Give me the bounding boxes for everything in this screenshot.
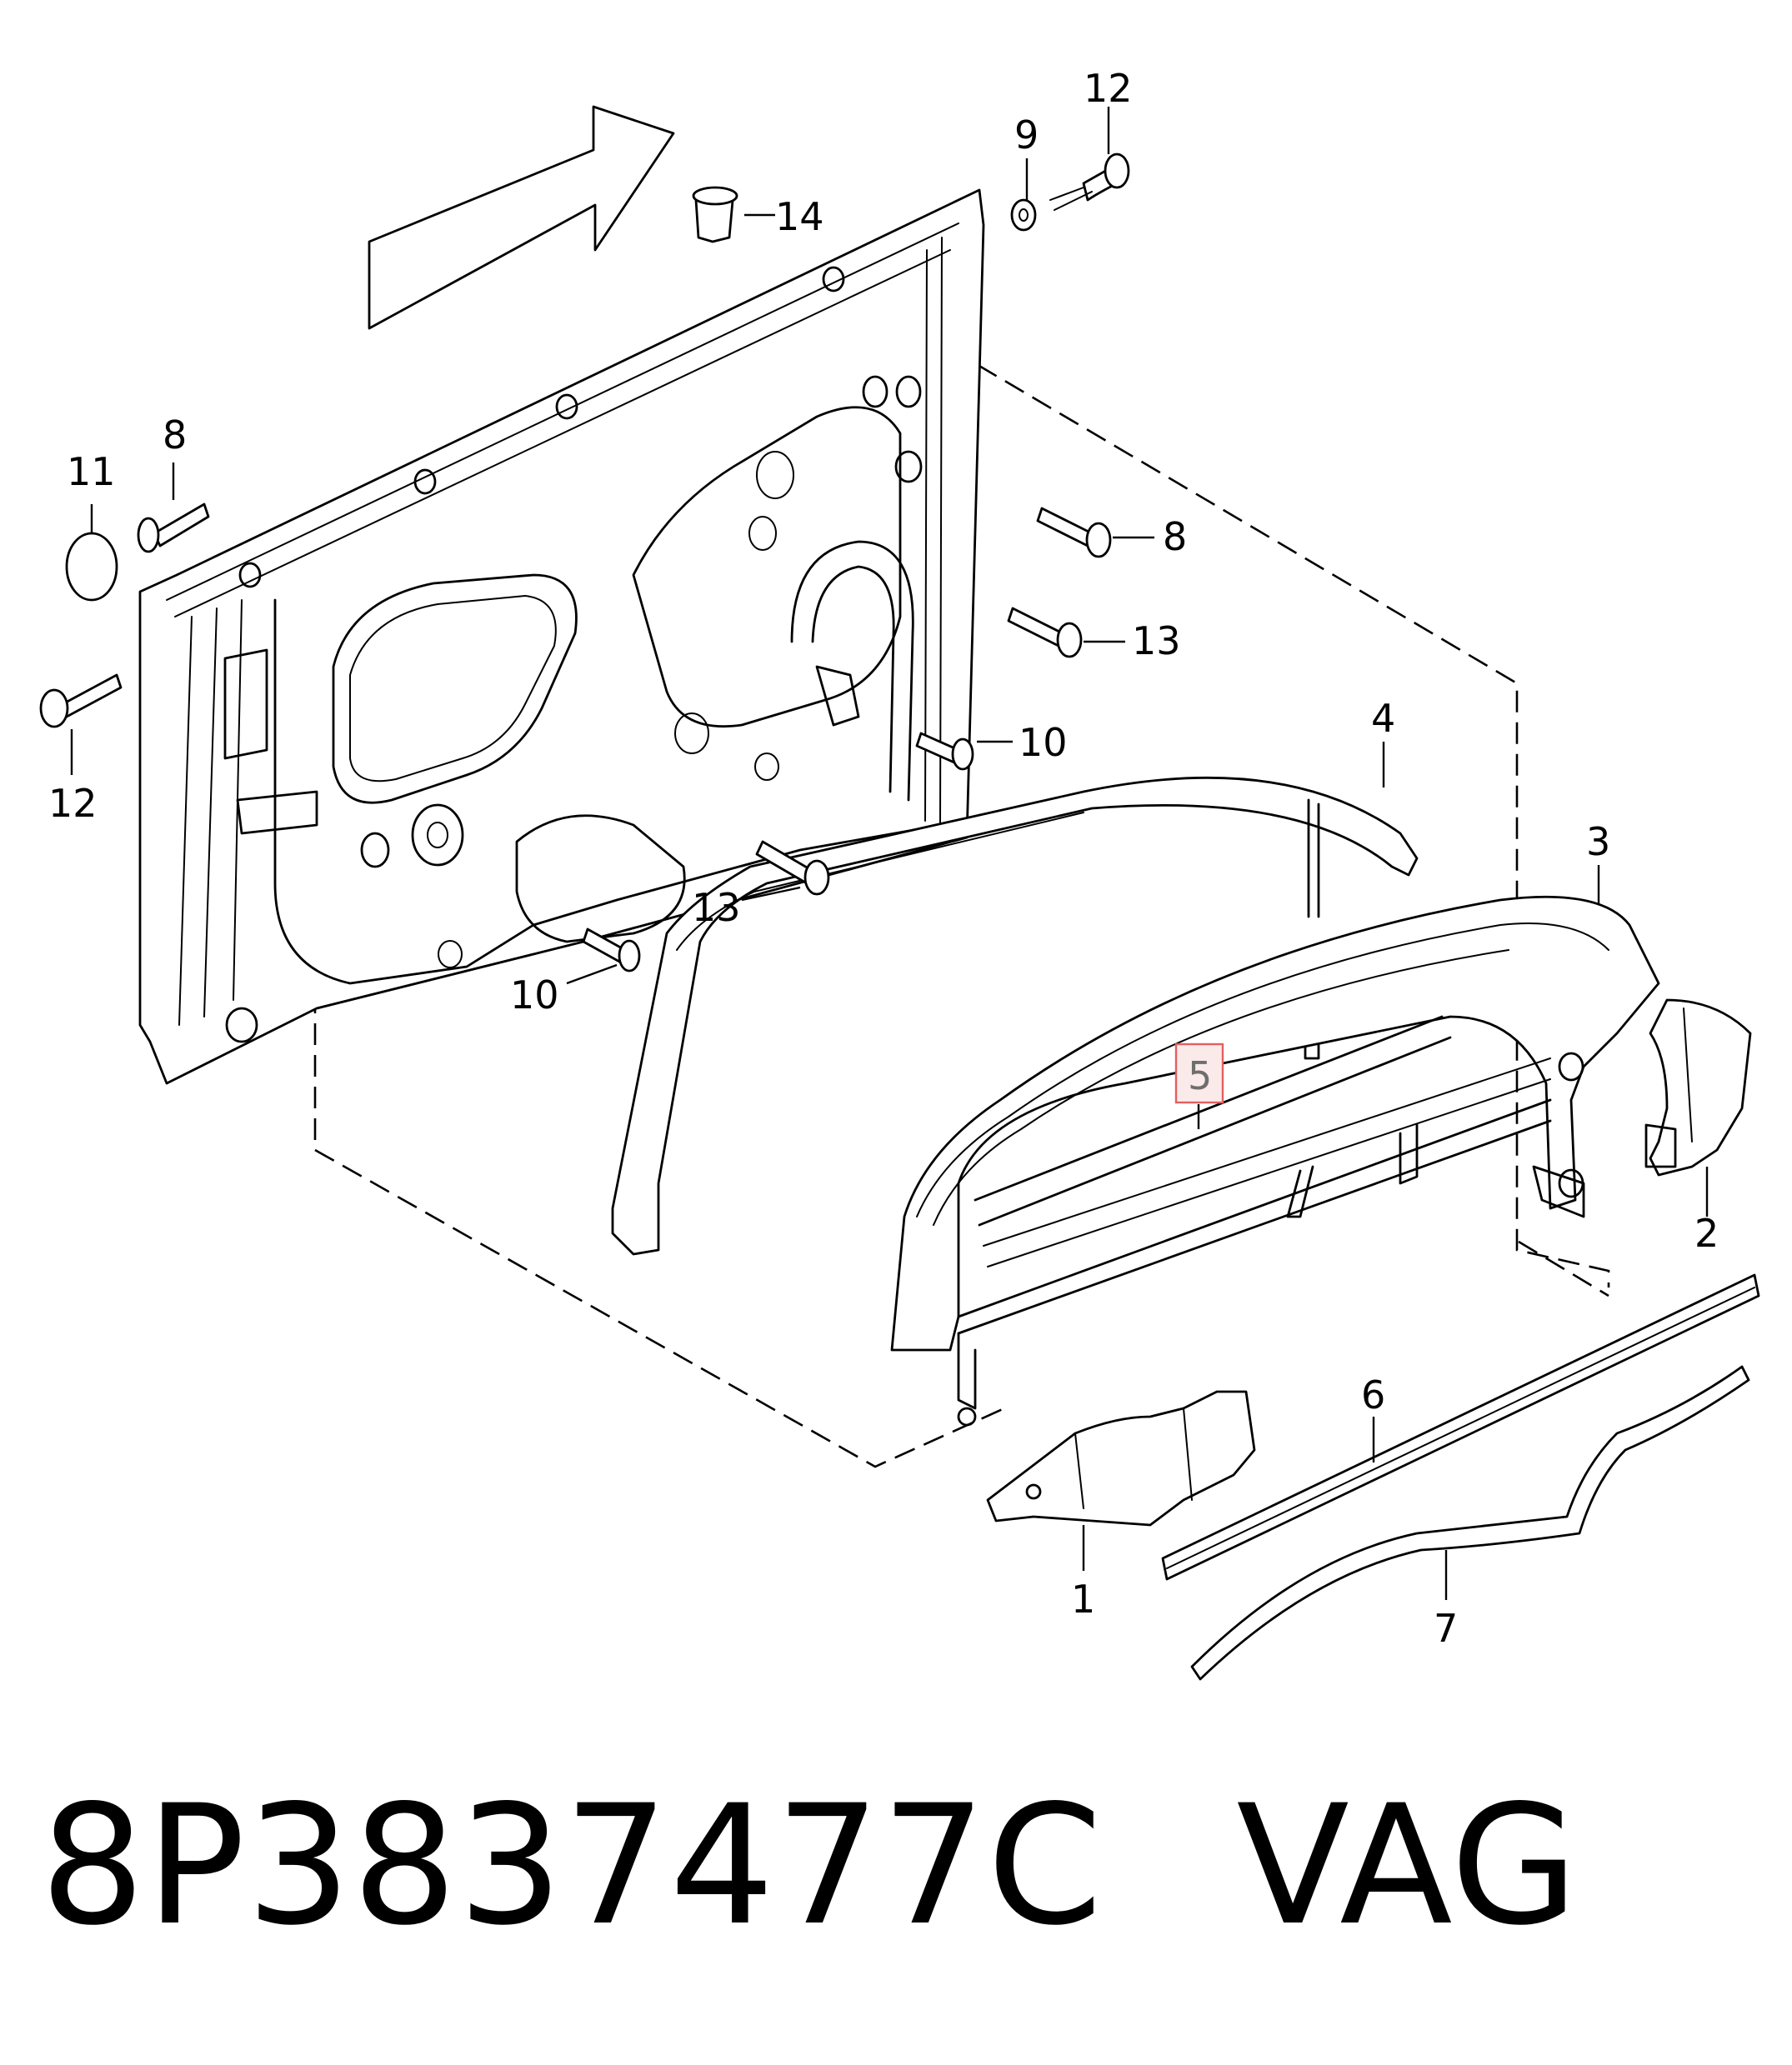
callout-10-right: 10 (1019, 720, 1068, 765)
door-inner-panel (138, 188, 985, 1085)
screw-12-left (39, 673, 123, 728)
callout-7: 7 (1434, 1606, 1458, 1651)
callout-8-left: 8 (163, 412, 187, 458)
part-6-seal-strip (1161, 1273, 1760, 1581)
callout-12-left: 12 (48, 781, 98, 826)
grommet-14 (692, 186, 738, 243)
callout-9: 9 (1014, 112, 1039, 158)
callout-13-center: 13 (692, 885, 741, 930)
callout-12-top: 12 (1084, 66, 1133, 111)
screw-8-left (137, 502, 210, 553)
callout-labels: 12 9 14 11 8 12 8 13 10 13 10 4 3 5 2 1 … (48, 66, 1719, 1651)
part-1-bracket (986, 1390, 1256, 1527)
part-number: 8P3837477C (40, 1769, 1104, 1962)
screw-13-right (1007, 607, 1083, 658)
callout-6: 6 (1361, 1372, 1385, 1418)
brand-name: VAG (1236, 1769, 1579, 1962)
callout-8-right: 8 (1163, 514, 1187, 559)
part-7-weatherstrip (1190, 1365, 1750, 1681)
callout-4: 4 (1371, 696, 1395, 741)
screw-10-center (582, 928, 641, 972)
callout-11: 11 (67, 449, 116, 494)
direction-arrow (368, 105, 675, 330)
callout-3: 3 (1586, 819, 1610, 864)
cap-11 (65, 532, 118, 602)
callout-2: 2 (1694, 1211, 1719, 1256)
part-3-window-frame (890, 895, 1660, 1427)
highlight-box (1174, 1042, 1224, 1104)
part-2-bracket (1649, 998, 1752, 1177)
fastener-12-top (1049, 152, 1130, 211)
assembly-dash-lines (313, 315, 1610, 1468)
screw-8-right (1036, 507, 1112, 558)
washer-9 (1010, 198, 1037, 232)
callout-5: 5 (1188, 1053, 1212, 1098)
callout-10-center: 10 (510, 972, 559, 1018)
leader-lines (70, 107, 1709, 1600)
screw-10-right (915, 732, 974, 771)
callout-1: 1 (1071, 1577, 1095, 1622)
callout-13-right: 13 (1132, 618, 1181, 663)
screw-13-center (755, 840, 830, 896)
callout-14: 14 (775, 194, 824, 239)
